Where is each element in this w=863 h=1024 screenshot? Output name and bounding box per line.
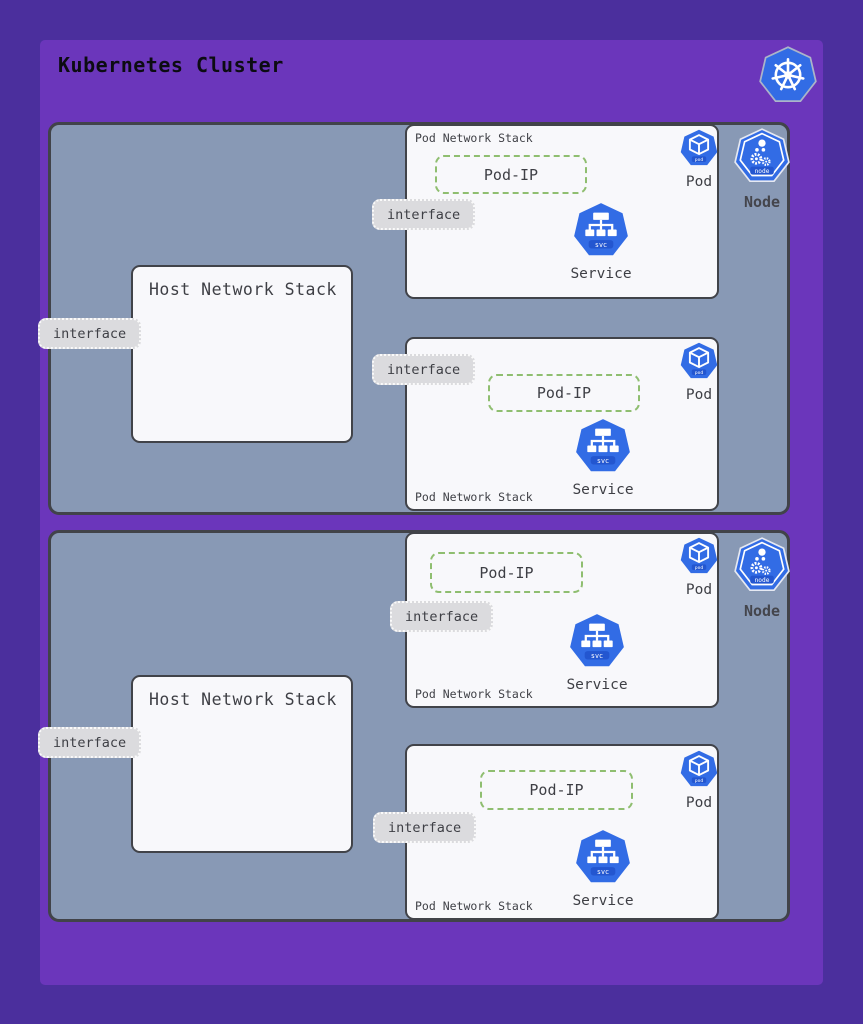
pod-ip-box: Pod-IP: [488, 374, 640, 412]
pod-network-stack-box: Pod Network Stack Pod-IP Pod Service int…: [372, 124, 719, 299]
host-network-stack-box: Host Network Stack: [131, 265, 353, 443]
service-icon: [573, 201, 629, 259]
cluster-panel: Kubernetes Cluster Node interface Host N…: [38, 40, 823, 985]
pod-ip-label: Pod-IP: [479, 563, 534, 582]
service-badge: Service: [553, 612, 641, 693]
pod-ip-box: Pod-IP: [430, 552, 583, 593]
node-label: Node: [743, 193, 781, 211]
pod-network-stack-label: Pod Network Stack: [415, 687, 533, 701]
pod-badge: Pod: [671, 341, 727, 403]
pod-icon: [680, 536, 718, 576]
pod-ip-box: Pod-IP: [480, 770, 633, 810]
node-icon: [734, 127, 790, 185]
node-badge: Node: [730, 127, 794, 211]
service-label: Service: [572, 482, 634, 498]
service-label: Service: [570, 266, 632, 282]
pod-icon: [680, 749, 718, 789]
service-icon: [569, 612, 625, 670]
pod-ip-label: Pod-IP: [536, 384, 592, 402]
pod-badge: Pod: [671, 128, 727, 190]
pod-ip-box: Pod-IP: [435, 155, 587, 194]
service-label: Service: [566, 677, 628, 693]
interface-label: interface: [373, 812, 477, 843]
pod-network-stack-box: Pod Network Stack Pod-IP Pod Service int…: [390, 532, 719, 708]
pod-network-stack-label: Pod Network Stack: [415, 131, 533, 145]
node-box-1: Node interface Host Network Stack Pod Ne…: [38, 122, 790, 515]
node-icon: [734, 536, 790, 594]
pod-label: Pod: [685, 582, 713, 598]
pod-badge: Pod: [671, 536, 727, 598]
interface-label: interface: [390, 601, 494, 632]
pod-icon: [680, 341, 718, 381]
pod-ip-label: Pod-IP: [483, 165, 539, 184]
service-icon: [575, 828, 631, 886]
service-badge: Service: [559, 417, 647, 498]
pod-label: Pod: [685, 174, 713, 190]
host-network-stack-title: Host Network Stack: [149, 280, 337, 299]
node-box-2: Node interface Host Network Stack Pod Ne…: [38, 530, 790, 922]
pod-icon: [680, 128, 718, 168]
pod-network-stack-box: Pod Network Stack Pod-IP Pod Service int…: [372, 337, 719, 511]
page-title: Kubernetes Cluster: [58, 53, 284, 77]
service-label: Service: [572, 893, 634, 909]
interface-label: interface: [372, 354, 476, 385]
pod-badge: Pod: [671, 749, 727, 811]
interface-label: interface: [38, 318, 142, 349]
pod-ip-label: Pod-IP: [529, 781, 584, 799]
pod-label: Pod: [685, 387, 713, 403]
pod-network-stack-label: Pod Network Stack: [415, 899, 533, 913]
service-badge: Service: [559, 828, 647, 909]
service-badge: Service: [557, 201, 645, 282]
host-network-stack-box: Host Network Stack: [131, 675, 353, 853]
host-network-stack-title: Host Network Stack: [149, 690, 337, 709]
interface-label: interface: [372, 199, 476, 230]
pod-label: Pod: [685, 795, 713, 811]
interface-label: interface: [38, 727, 142, 758]
service-icon: [575, 417, 631, 475]
pod-network-stack-label: Pod Network Stack: [415, 490, 533, 504]
node-badge: Node: [730, 536, 794, 620]
node-label: Node: [743, 602, 781, 620]
kubernetes-logo-icon: [757, 46, 819, 104]
pod-network-stack-box: Pod Network Stack Pod-IP Pod Service int…: [373, 744, 719, 920]
